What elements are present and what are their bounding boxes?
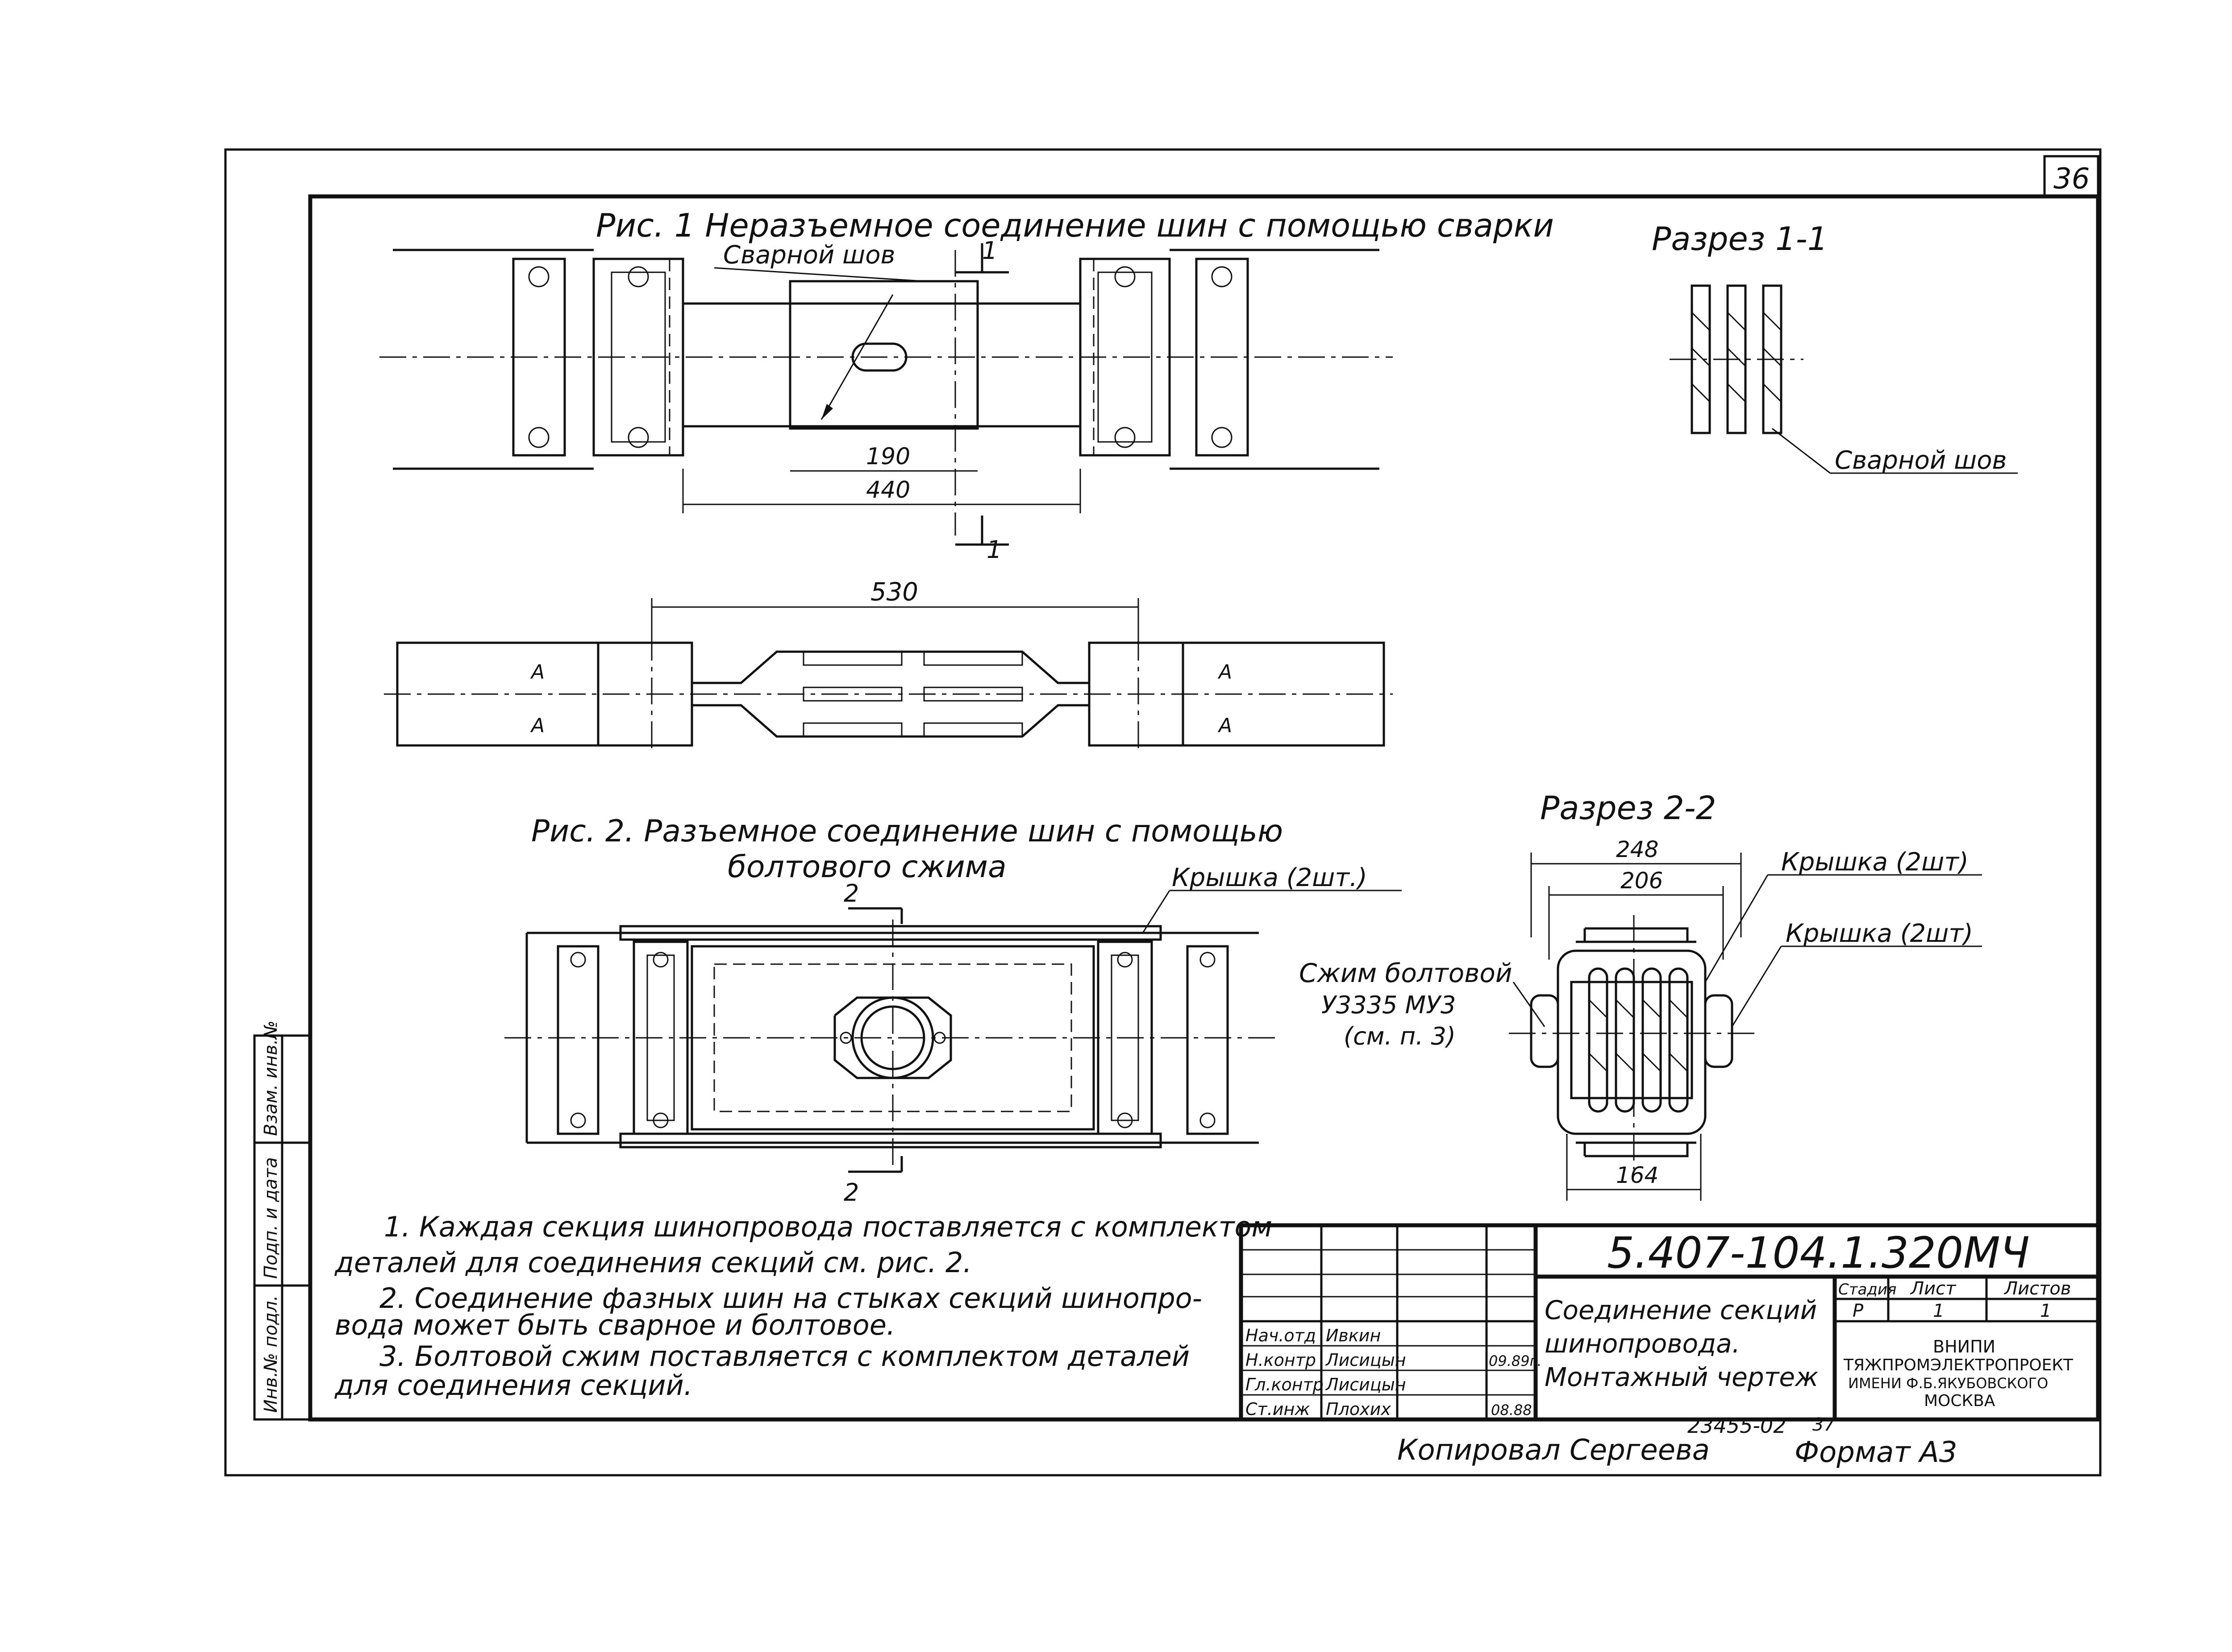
sheet-header: Лист bbox=[1910, 1278, 1957, 1299]
stamp-inv-podl: Инв.№ подл. bbox=[261, 1295, 281, 1413]
footer-format: Формат А3 bbox=[1795, 1436, 1957, 1469]
stamp-podp-data: Подп. и дата bbox=[261, 1157, 281, 1279]
stage-header: Стадия bbox=[1838, 1281, 1896, 1298]
mark-a-left-bottom: А bbox=[530, 714, 545, 737]
side-stamp: Взам. инв.№ Подп. и дата Инв.№ подл. bbox=[253, 1020, 312, 1421]
fig1-weld-label: Сварной шов bbox=[723, 241, 895, 270]
note-1-line2: деталей для соединения секций см. рис. 2… bbox=[334, 1246, 972, 1279]
role-2: Гл.контр bbox=[1245, 1375, 1324, 1394]
note-2-line1: 2. Соединение фазных шин на стыках секци… bbox=[379, 1282, 1202, 1315]
footer-copied: Копировал Сергеева bbox=[1397, 1434, 1710, 1467]
fig1-title: Рис. 1 Неразъемное соединение шин с помо… bbox=[596, 207, 1554, 244]
fig2-plan-view: 2 2 Крышка (2шт.) bbox=[504, 863, 1402, 1207]
org-line3: ИМЕНИ Ф.Б.ЯКУБОВСКОГО bbox=[1848, 1375, 2048, 1392]
note-3-line1: 3. Болтовой сжим поставляется с комплект… bbox=[379, 1340, 1190, 1373]
dim-530: 530 bbox=[870, 578, 918, 607]
sheets-header: Листов bbox=[2003, 1278, 2071, 1299]
dim-206: 206 bbox=[1620, 868, 1663, 894]
note-3-line2: для соединения секций. bbox=[334, 1369, 693, 1402]
title-line2: шинопровода. bbox=[1545, 1328, 1740, 1359]
fig1-plan-view: Сварной шов 1 1 190 440 bbox=[379, 237, 1393, 564]
clamp-label-line3: (см. п. 3) bbox=[1344, 1022, 1456, 1050]
section11-weld-label: Сварной шов bbox=[1835, 446, 2007, 475]
section2-mark-top: 2 bbox=[844, 879, 859, 907]
note-2-line2: вода может быть сварное и болтовое. bbox=[335, 1309, 895, 1341]
section11-view: Сварной шов bbox=[1670, 284, 2018, 475]
title-line1: Соединение секций bbox=[1545, 1295, 1817, 1325]
mark-a-right-top: А bbox=[1217, 661, 1232, 683]
note-1-line1: 1. Каждая секция шинопровода поставляетс… bbox=[384, 1211, 1272, 1243]
dim-248: 248 bbox=[1616, 836, 1658, 862]
mark-a-right-bottom: А bbox=[1217, 714, 1232, 737]
doc-code: 5.407-104.1.320МЧ bbox=[1607, 1228, 2030, 1278]
footer-page-no: 37 bbox=[1812, 1415, 1835, 1435]
org-line1: ВНИПИ bbox=[1933, 1337, 1995, 1357]
notes: 1. Каждая секция шинопровода поставляетс… bbox=[334, 1211, 1272, 1402]
dim-190: 190 bbox=[866, 443, 910, 470]
clamp-label-line2: У3335 МУ3 bbox=[1321, 991, 1456, 1019]
sheets-value: 1 bbox=[2040, 1301, 2051, 1321]
mark-a-left-top: А bbox=[530, 661, 545, 683]
name-3: Плохих bbox=[1326, 1399, 1391, 1419]
dim-440: 440 bbox=[866, 477, 910, 504]
role-1: Н.контр bbox=[1245, 1350, 1316, 1370]
date-3: 08.88 bbox=[1491, 1402, 1532, 1419]
sheet-number-box bbox=[2043, 155, 2099, 198]
section22-cover-label-1: Крышка (2шт) bbox=[1781, 848, 1969, 877]
role-3: Ст.инж bbox=[1245, 1399, 1310, 1419]
section11-title: Разрез 1-1 bbox=[1652, 220, 1828, 258]
section22-view: 248 206 164 Крышка (2шт) Крыш bbox=[1299, 836, 1982, 1201]
sheet-value: 1 bbox=[1933, 1301, 1944, 1321]
section1-mark-top: 1 bbox=[982, 237, 997, 265]
outer-border bbox=[224, 148, 2102, 1477]
section22-title: Разрез 2-2 bbox=[1540, 789, 1716, 827]
role-0: Нач.отд bbox=[1245, 1326, 1316, 1345]
fig1-elevation-view: 530 А А А А bbox=[384, 578, 1393, 750]
stage-value: Р bbox=[1853, 1301, 1864, 1321]
footer-order-no: 23455-02 bbox=[1687, 1414, 1786, 1438]
section1-mark-bottom: 1 bbox=[987, 536, 1002, 564]
title-line3: Монтажный чертеж bbox=[1545, 1362, 1818, 1392]
stamp-vzam-inv: Взам. инв.№ bbox=[261, 1020, 281, 1136]
section2-mark-bottom: 2 bbox=[844, 1178, 859, 1207]
name-2: Лисицын bbox=[1325, 1375, 1406, 1394]
section22-cover-label-2: Крышка (2шт) bbox=[1786, 919, 1973, 948]
name-1: Лисицын bbox=[1325, 1350, 1406, 1370]
sheet-number: 36 bbox=[2053, 162, 2090, 196]
clamp-label-line1: Сжим болтовой bbox=[1299, 958, 1512, 988]
title-block: Нач.отд Ивкин Н.контр Лисицын 09.89г. Гл… bbox=[1239, 1223, 2100, 1422]
org-line2: ТЯЖПРОМЭЛЕКТРОПРОЕКТ bbox=[1843, 1356, 2074, 1374]
fig2-title-line2: болтового сжима bbox=[728, 849, 1007, 885]
fig2-cover-label: Крышка (2шт.) bbox=[1172, 863, 1367, 892]
name-0: Ивкин bbox=[1326, 1326, 1381, 1345]
fig2-title-line1: Рис. 2. Разъемное соединение шин с помощ… bbox=[531, 814, 1283, 849]
dim-164: 164 bbox=[1616, 1162, 1658, 1188]
org-line4: МОСКВА bbox=[1924, 1392, 1995, 1410]
inner-frame bbox=[308, 194, 2100, 1422]
date-1: 09.89г. bbox=[1489, 1352, 1542, 1369]
